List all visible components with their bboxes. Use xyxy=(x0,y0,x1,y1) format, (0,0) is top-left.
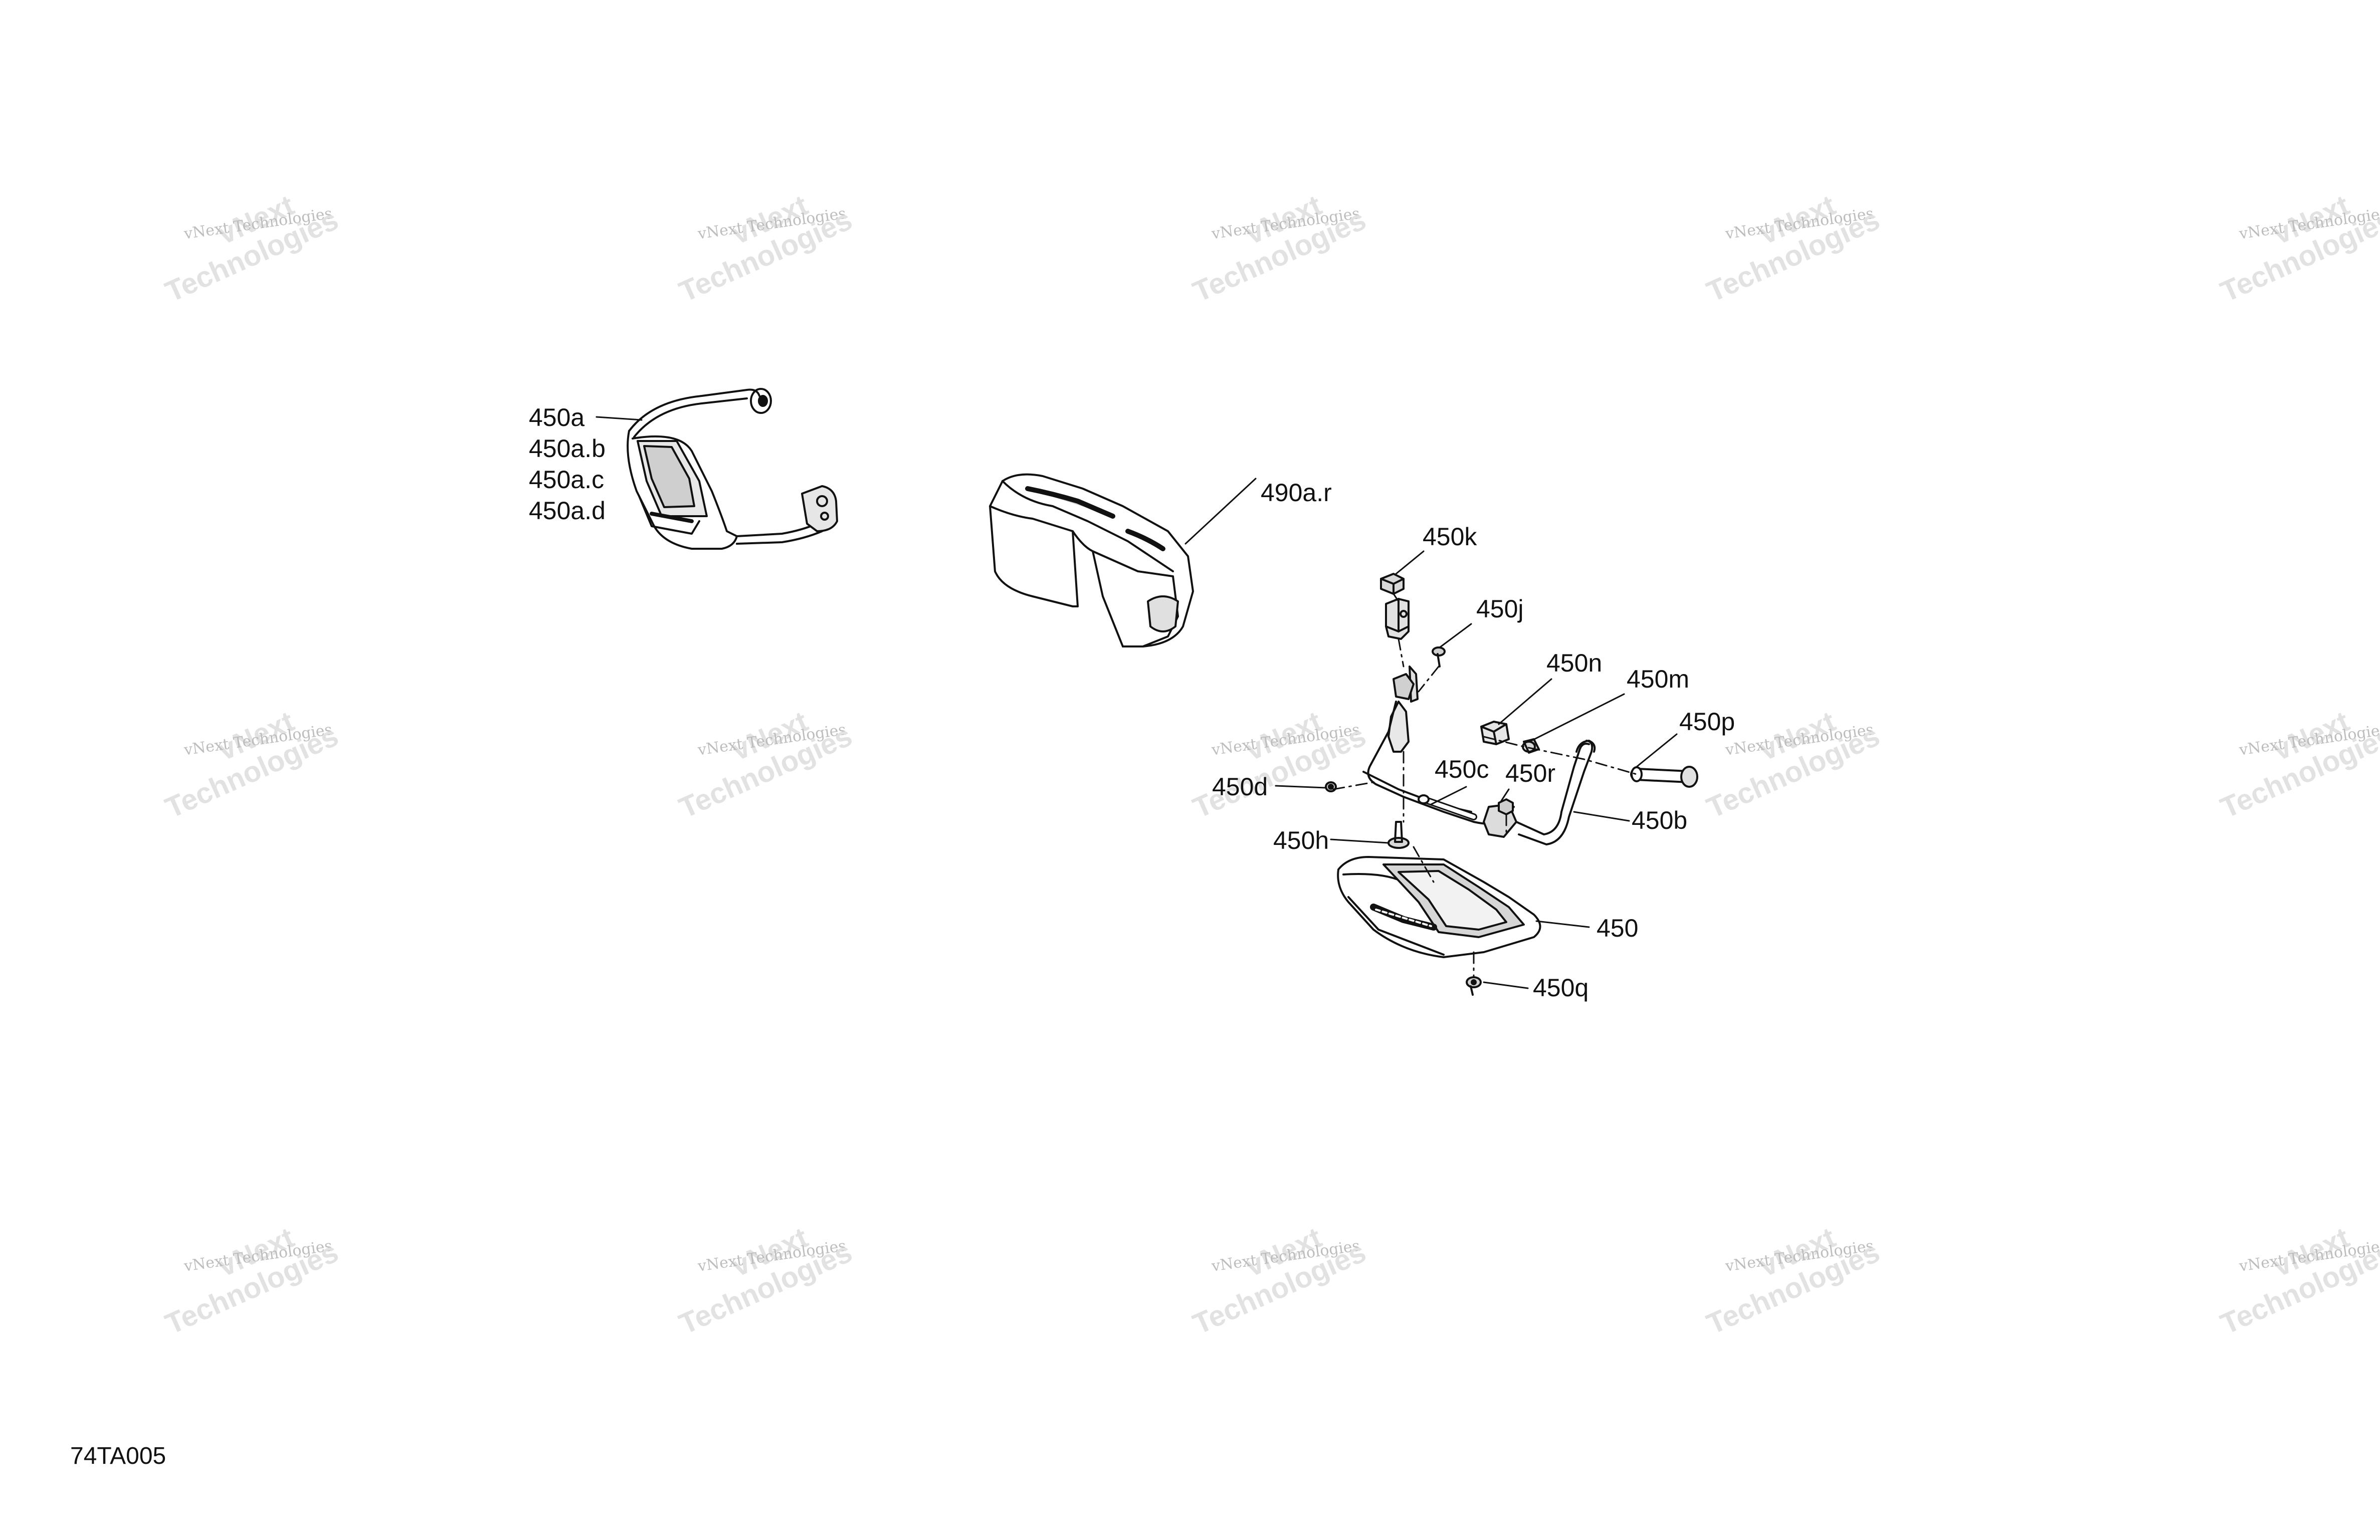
leader-lines xyxy=(596,416,1678,989)
callout-450: 450 xyxy=(1597,914,1639,942)
callout-450b: 450b xyxy=(1632,806,1688,834)
callout-450m: 450m xyxy=(1627,665,1690,693)
callout-450a: 450a xyxy=(529,403,585,431)
callout-450r: 450r xyxy=(1505,759,1556,787)
part-450j-screw xyxy=(1432,646,1446,668)
callout-450ab: 450a.b xyxy=(529,434,606,463)
part-450d-nut xyxy=(1325,781,1337,792)
callout-450n: 450n xyxy=(1546,649,1603,677)
callout-450k: 450k xyxy=(1423,523,1477,551)
part-450n-block xyxy=(1480,721,1510,745)
callout-450c: 450c xyxy=(1435,755,1489,783)
part-450p-pin xyxy=(1630,766,1698,788)
part-stud xyxy=(1393,666,1419,703)
assembly-axes xyxy=(1332,593,1638,978)
part-450-shield xyxy=(1337,856,1541,958)
callout-450j: 450j xyxy=(1476,595,1524,623)
part-490ar-housing xyxy=(989,473,1194,647)
part-450a-handguard-assembly xyxy=(627,388,838,550)
callout-450p: 450p xyxy=(1679,708,1735,736)
callout-450h: 450h xyxy=(1273,826,1329,854)
figure-id: 74TA005 xyxy=(70,1443,166,1469)
part-450k-nut xyxy=(1380,573,1405,595)
part-450c-pin xyxy=(1418,794,1477,820)
part-450h-bolt xyxy=(1387,821,1410,849)
callout-490ar: 490a.r xyxy=(1261,479,1332,507)
callout-450ad: 450a.d xyxy=(529,497,606,525)
callout-450q: 450q xyxy=(1533,974,1589,1002)
part-450r-nut xyxy=(1498,798,1514,815)
callout-450d: 450d xyxy=(1212,773,1268,801)
part-450q-screw xyxy=(1466,976,1482,996)
part-bracket-upper xyxy=(1385,598,1410,640)
callout-450ac: 450a.c xyxy=(529,466,605,494)
